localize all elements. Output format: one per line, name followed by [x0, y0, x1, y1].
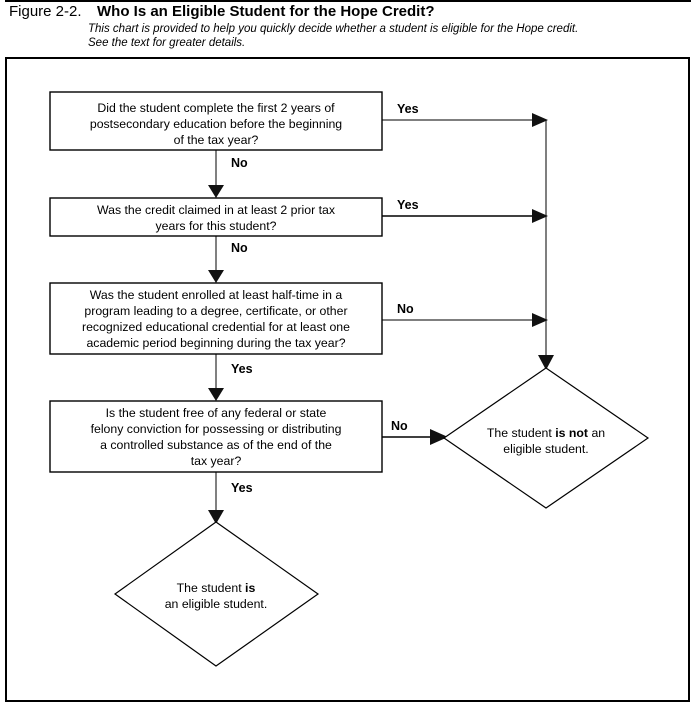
page-title: Who Is an Eligible Student for the Hope … — [97, 3, 435, 20]
figure-subtitle: This chart is provided to help you quick… — [88, 23, 688, 50]
figure-subtitle-line-1: This chart is provided to help you quick… — [88, 23, 579, 35]
chart-frame — [5, 57, 690, 702]
figure-header: Figure 2-2. Who Is an Eligible Student f… — [0, 0, 697, 52]
header-top-rule — [5, 0, 691, 2]
figure-label: Figure 2-2. — [9, 3, 82, 20]
figure-subtitle-line-2: See the text for greater details. — [88, 36, 246, 49]
